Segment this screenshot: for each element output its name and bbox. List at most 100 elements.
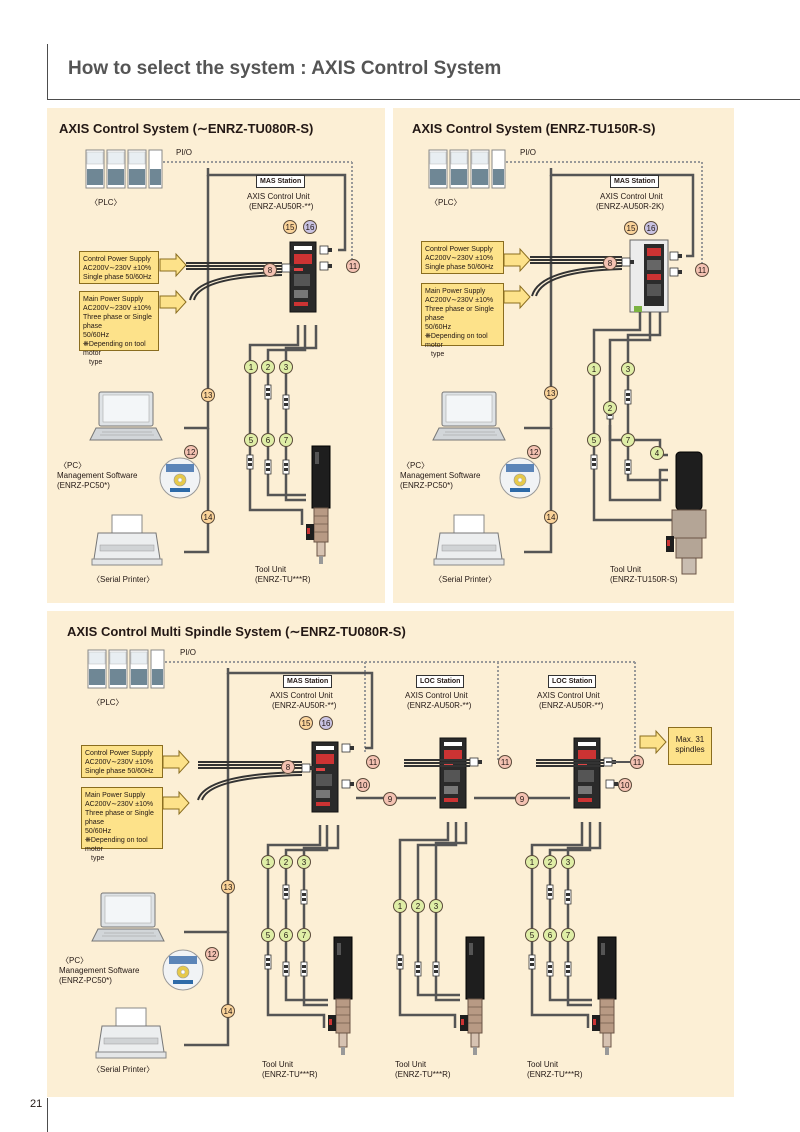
control-power-box: Control Power Supply AC200V∼230V ±10% Si… — [79, 251, 159, 284]
callout-number-6: 6 — [543, 928, 557, 942]
callout-number-9: 9 — [515, 792, 529, 806]
plc-label: 〈PLC〉 — [430, 198, 462, 207]
callout-number-1: 1 — [525, 855, 539, 869]
control-power-line1: AC200V∼230V ±10% — [85, 759, 154, 766]
control-unit-model: (ENRZ-AU50R-**) — [539, 701, 604, 710]
tool-unit-model: (ENRZ-TU***R) — [527, 1070, 583, 1079]
callout-number-2: 2 — [261, 360, 275, 374]
callout-number-2: 2 — [603, 401, 617, 415]
control-unit-label: AXIS Control Unit — [600, 192, 663, 201]
main-power-note1: ❋Depending on tool motor — [83, 341, 146, 357]
mgmt-software-label: Management Software — [59, 966, 140, 975]
control-unit-label: AXIS Control Unit — [247, 192, 310, 201]
control-power-title: Control Power Supply — [425, 246, 493, 253]
tool-unit-label: Tool Unit — [527, 1060, 559, 1069]
callout-number-11: 11 — [346, 259, 360, 273]
callout-number-9: 9 — [383, 792, 397, 806]
callout-number-7: 7 — [621, 433, 635, 447]
callout-number-4: 4 — [650, 446, 664, 460]
main-power-title: Main Power Supply — [83, 296, 144, 303]
mgmt-software-model: (ENRZ-PC50*) — [59, 976, 112, 985]
control-unit-model: (ENRZ-AU50R-**) — [272, 701, 337, 710]
loc-station-tag: LOC Station — [416, 675, 465, 688]
callout-number-2: 2 — [411, 899, 425, 913]
callout-number-2: 2 — [543, 855, 557, 869]
main-power-line1: AC200V∼230V ±10% — [85, 801, 154, 808]
panel-single-system — [47, 108, 385, 603]
callout-number-8: 8 — [603, 256, 617, 270]
mgmt-software-label: Management Software — [400, 471, 481, 480]
printer-label: 〈Serial Printer〉 — [92, 1065, 155, 1074]
callout-number-3: 3 — [429, 899, 443, 913]
callout-number-11: 11 — [630, 755, 644, 769]
main-power-box: Main Power Supply AC200V∼230V ±10% Three… — [79, 291, 159, 366]
callout-number-5: 5 — [525, 928, 539, 942]
main-power-line2: Three phase or Single phase — [425, 306, 494, 322]
control-unit-label: AXIS Control Unit — [270, 691, 333, 700]
max-spindles-line1: Max. 31 — [675, 735, 705, 744]
main-power-note1: ❋Depending on tool motor — [85, 837, 148, 853]
callout-number-6: 6 — [279, 928, 293, 942]
plc-label: 〈PLC〉 — [92, 698, 124, 707]
callout-number-1: 1 — [393, 899, 407, 913]
callout-number-1: 1 — [587, 362, 601, 376]
main-power-line1: AC200V∼230V ±10% — [425, 297, 494, 304]
control-power-line2: Single phase 50/60Hz — [85, 768, 154, 775]
page-title: How to select the system : AXIS Control … — [68, 58, 502, 79]
callout-number-7: 7 — [297, 928, 311, 942]
tool-unit-model: (ENRZ-TU***R) — [262, 1070, 318, 1079]
pc-label: 〈PC〉 — [402, 461, 430, 470]
mgmt-software-label: Management Software — [57, 471, 138, 480]
control-power-line1: AC200V∼230V ±10% — [425, 255, 494, 262]
header-rule-vertical — [47, 44, 48, 100]
control-power-title: Control Power Supply — [83, 256, 151, 263]
main-power-note2: type — [89, 359, 103, 366]
callout-number-7: 7 — [279, 433, 293, 447]
control-power-box: Control Power Supply AC200V∼230V ±10% Si… — [421, 241, 504, 274]
main-power-note2: type — [431, 351, 445, 358]
callout-number-10: 10 — [618, 778, 632, 792]
callout-number-13: 13 — [201, 388, 215, 402]
mgmt-software-model: (ENRZ-PC50*) — [400, 481, 453, 490]
callout-number-1: 1 — [244, 360, 258, 374]
callout-number-7: 7 — [561, 928, 575, 942]
panel3-title: AXIS Control Multi Spindle System (∼ENRZ… — [67, 624, 406, 639]
printer-label: 〈Serial Printer〉 — [92, 575, 155, 584]
tool-unit-model: (ENRZ-TU150R-S) — [610, 575, 678, 584]
callout-number-3: 3 — [561, 855, 575, 869]
callout-number-16: 16 — [319, 716, 333, 730]
callout-number-8: 8 — [281, 760, 295, 774]
tool-unit-label: Tool Unit — [610, 565, 642, 574]
pio-label: PI/O — [180, 648, 197, 657]
loc-station-tag: LOC Station — [548, 675, 597, 688]
main-power-box: Main Power Supply AC200V∼230V ±10% Three… — [421, 283, 504, 358]
plc-label: 〈PLC〉 — [90, 198, 122, 207]
tool-unit-label: Tool Unit — [262, 1060, 294, 1069]
callout-number-14: 14 — [201, 510, 215, 524]
callout-number-13: 13 — [221, 880, 235, 894]
control-power-line2: Single phase 50/60Hz — [425, 264, 494, 271]
main-power-line2: Three phase or Single phase — [83, 314, 152, 330]
callout-number-3: 3 — [279, 360, 293, 374]
main-power-box: Main Power Supply AC200V∼230V ±10% Three… — [81, 787, 163, 862]
pc-label: 〈PC〉 — [61, 956, 89, 965]
footer-rule — [47, 1098, 48, 1132]
control-unit-model: (ENRZ-AU50R-**) — [249, 202, 314, 211]
pio-label: PI/O — [520, 148, 537, 157]
pc-label: 〈PC〉 — [59, 461, 87, 470]
main-power-line3: 50/60Hz — [425, 324, 452, 331]
control-unit-label: AXIS Control Unit — [405, 691, 468, 700]
control-power-title: Control Power Supply — [85, 750, 153, 757]
mas-station-tag: MAS Station — [283, 675, 333, 688]
main-power-line3: 50/60Hz — [83, 332, 110, 339]
main-power-line3: 50/60Hz — [85, 828, 112, 835]
callout-number-11: 11 — [498, 755, 512, 769]
callout-number-3: 3 — [297, 855, 311, 869]
printer-label: 〈Serial Printer〉 — [434, 575, 497, 584]
main-power-title: Main Power Supply — [85, 792, 146, 799]
panel1-title: AXIS Control System (∼ENRZ-TU080R-S) — [59, 121, 314, 136]
mas-station-tag: MAS Station — [256, 175, 306, 188]
tool-unit-label: Tool Unit — [255, 565, 287, 574]
control-power-line1: AC200V∼230V ±10% — [83, 265, 152, 272]
